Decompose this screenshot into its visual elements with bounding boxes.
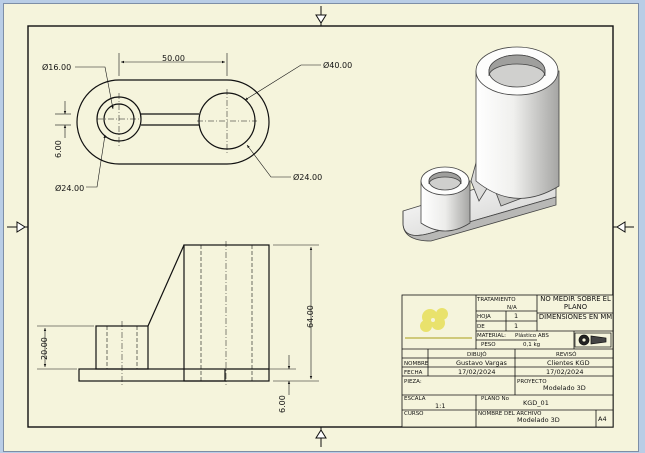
plano-value: KGD_01 (523, 399, 549, 407)
isometric-view (402, 46, 560, 242)
archivo-value: Modelado 3D (517, 416, 560, 424)
dim-top-dia-large-inner: Ø24.00 (293, 172, 322, 182)
escala-label: ESCALA (404, 396, 426, 402)
plano-label: PLANO No (481, 396, 510, 402)
projection-symbol (574, 332, 612, 348)
dibujo-label: DIBUJÓ (467, 351, 487, 358)
top-view-dimensions (55, 53, 321, 188)
proyecto-label: PROYECTO (517, 379, 547, 385)
front-view-dimensions (37, 244, 319, 395)
dim-top-dia-small: Ø24.00 (55, 183, 84, 193)
dim-top-dia-small-outer: Ø16.00 (42, 62, 71, 72)
de-label: DE (477, 324, 485, 330)
nombre-archivo-label: NOMBRE DEL ARCHIVO (478, 411, 542, 417)
dim-top-spacing: 50.00 (162, 54, 185, 63)
tratamiento-value: N/A (507, 305, 517, 311)
dim-front-height: 64.00 (306, 305, 315, 328)
pieza-label: PIEZA: (404, 379, 422, 385)
dim-front-base: 6.00 (278, 395, 287, 413)
sheet-size: A4 (598, 415, 607, 423)
hoja-label: HOJA (477, 314, 491, 320)
center-markers (7, 6, 634, 447)
dim-top-dia-large-outer: Ø40.00 (323, 60, 352, 70)
nombre-label: NOMBRE (404, 361, 429, 367)
front-view (78, 241, 270, 385)
nombre-dibujo: Gustavo Vargas (456, 359, 508, 367)
de-value: 1 (514, 322, 518, 330)
material-label: MATERIAL: (477, 333, 506, 339)
drawing-sheet: Ø16.00 50.00 Ø40.00 6.00 Ø24.00 Ø24.00 2… (3, 3, 639, 452)
tratamiento-label: TRATAMIENTO (476, 297, 516, 303)
material-value: Plástico ABS (515, 332, 549, 339)
fecha-label: FECHA (404, 370, 423, 376)
hoja-value: 1 (514, 312, 518, 320)
peso-value: 0,1 kg (523, 342, 540, 348)
fecha-dibujo: 17/02/2024 (458, 368, 495, 376)
company-logo (405, 308, 472, 339)
dim-top-width: 6.00 (54, 140, 63, 158)
top-view (76, 79, 270, 165)
proyecto-value: Modelado 3D (543, 384, 586, 392)
nombre-reviso: Clientes KGD (547, 359, 590, 367)
reviso-label: REVISÓ (556, 351, 577, 358)
no-medir-note: NO MEDIR SOBRE EL PLANO (540, 295, 611, 311)
dim-front-height-small: 20.00 (40, 337, 49, 360)
escala-value: 1:1 (435, 402, 445, 410)
peso-label: PESO (481, 342, 496, 348)
dimensiones-note: DIMENSIONES EN MM (538, 313, 613, 321)
technical-drawing: Ø16.00 50.00 Ø40.00 6.00 Ø24.00 Ø24.00 2… (7, 6, 634, 447)
curso-label: CURSO (404, 411, 424, 417)
fecha-reviso: 17/02/2024 (546, 368, 583, 376)
